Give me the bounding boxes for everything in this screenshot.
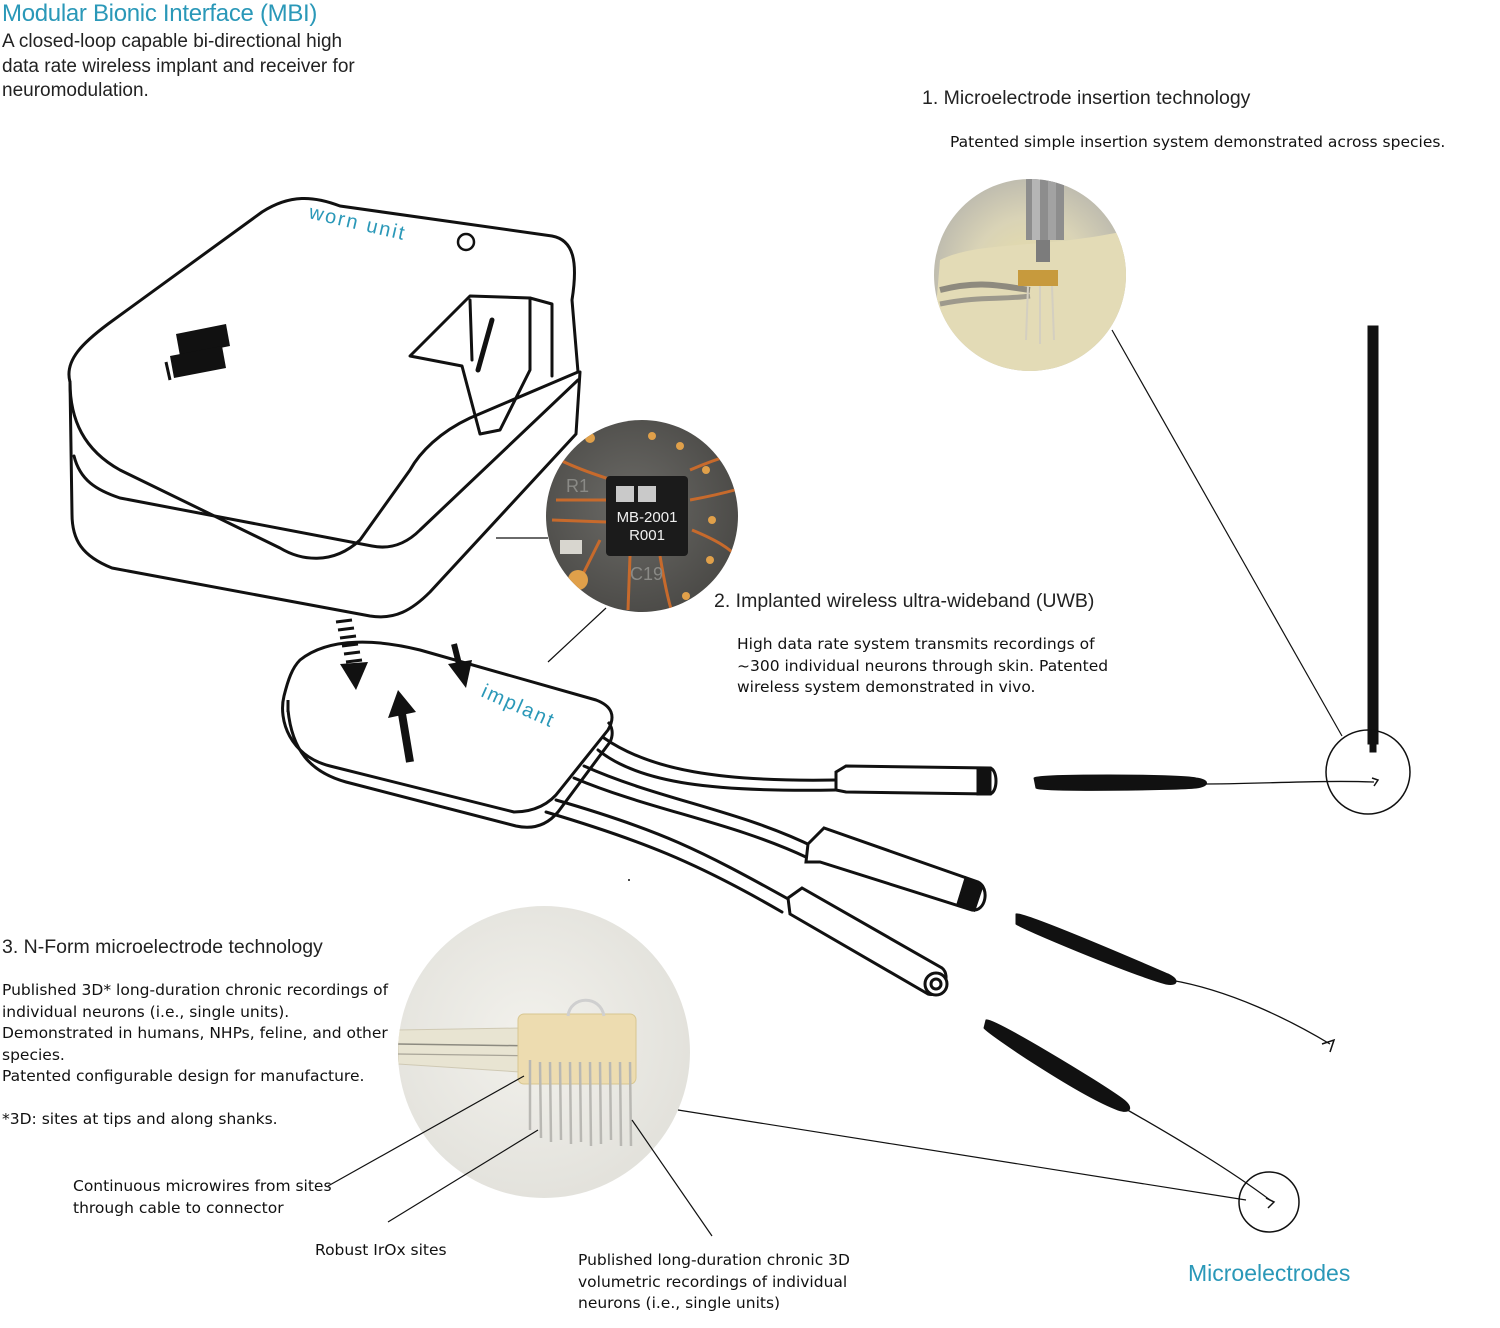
callout-microwires: Continuous microwires from sites through… bbox=[73, 1177, 332, 1217]
section2-heading: 2. Implanted wireless ultra-wideband (UW… bbox=[714, 590, 1095, 612]
page-title: Modular Bionic Interface (MBI) bbox=[2, 0, 318, 27]
lead-1 bbox=[1033, 774, 1375, 791]
connector-2 bbox=[804, 826, 987, 912]
pcb-mark-c19: C19 bbox=[630, 564, 663, 584]
down-arrow-icon bbox=[448, 643, 472, 688]
callout-recordings: Published long-duration chronic 3D volum… bbox=[578, 1251, 850, 1312]
chip-photo: R1 C19 MB-2001 R001 bbox=[546, 420, 738, 612]
dashed-down-arrow-icon bbox=[335, 618, 363, 664]
lead-3 bbox=[983, 1019, 1271, 1201]
callout-irox: Robust IrOx sites bbox=[315, 1241, 447, 1259]
section1-body: Patented simple insertion system demonst… bbox=[950, 133, 1446, 151]
connector-1 bbox=[834, 764, 998, 796]
section3-para2: Patented configurable design for manufac… bbox=[2, 1067, 365, 1085]
section3-footnote: *3D: sites at tips and along shanks. bbox=[2, 1110, 278, 1128]
section1-heading: 1. Microelectrode insertion technology bbox=[922, 87, 1251, 109]
up-arrow-icon bbox=[388, 690, 416, 763]
nform-photo bbox=[398, 906, 690, 1198]
cables bbox=[544, 736, 838, 914]
worn-unit-buttons bbox=[164, 324, 230, 381]
worn-unit-led-icon bbox=[456, 232, 476, 252]
implant bbox=[281, 640, 614, 829]
section3-heading: 3. N-Form microelectrode technology bbox=[2, 936, 323, 958]
page-subtitle: A closed-loop capable bi-directional hig… bbox=[2, 31, 355, 101]
section3-para1: Published 3D* long-duration chronic reco… bbox=[2, 981, 389, 1064]
chip-line2: R001 bbox=[629, 527, 665, 544]
microelectrode-zoom-circle-1 bbox=[1325, 729, 1411, 815]
worn-unit bbox=[67, 197, 582, 619]
connector-3 bbox=[786, 886, 949, 997]
lead-2 bbox=[1015, 913, 1336, 1053]
insertion-photo bbox=[934, 179, 1126, 371]
nform-shanks bbox=[528, 1060, 633, 1147]
microelectrodes-label: Microelectrodes bbox=[1188, 1260, 1351, 1286]
dashed-down-arrow-head-icon bbox=[340, 662, 368, 690]
chip-line1: MB-2001 bbox=[617, 509, 678, 526]
insertion-rod bbox=[1367, 325, 1379, 753]
section2-body: High data rate system transmits recordin… bbox=[737, 635, 1109, 696]
pcb-mark-r1: R1 bbox=[566, 476, 589, 496]
microelectrode-zoom-circle-2 bbox=[1238, 1171, 1300, 1233]
